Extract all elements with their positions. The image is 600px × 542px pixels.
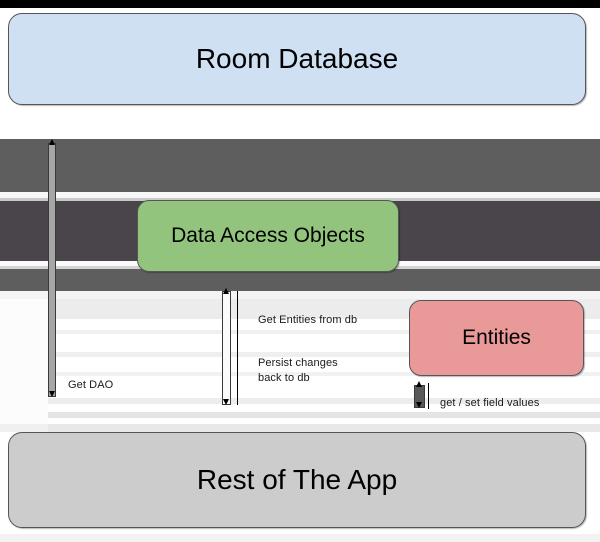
activation-bar-data-access-objects: [222, 291, 231, 405]
node-entities-label: Entities: [462, 326, 531, 349]
artifact-band-gray-upper: [0, 139, 600, 192]
node-entities[interactable]: Entities: [409, 300, 584, 376]
arrowhead-entities-up-icon: [416, 381, 422, 387]
node-room-database[interactable]: Room Database: [8, 13, 586, 105]
lifeline-entities: [428, 383, 429, 409]
node-rest-of-the-app-label: Rest of The App: [196, 464, 398, 495]
node-rest-of-the-app[interactable]: Rest of The App: [8, 432, 586, 528]
edge-label-get-entities-from-db: Get Entities from db: [258, 314, 358, 326]
artifact-band-faint-6: [0, 412, 600, 418]
artifact-band-faint-5: [0, 398, 600, 404]
node-room-database-label: Room Database: [195, 43, 399, 74]
artifact-band-gray-thin-1: [0, 198, 600, 201]
artifact-band-white-1: [0, 192, 600, 198]
activation-bar-room-database: [48, 143, 56, 397]
edge-label-persist-changes-back-to-db: Persist changes back to db: [258, 357, 338, 384]
arrowhead-dao-up-icon: [223, 288, 229, 294]
edge-label-get-dao: Get DAO: [68, 379, 114, 391]
artifact-band-top-black: [0, 0, 600, 8]
node-data-access-objects-label: Data Access Objects: [171, 224, 365, 247]
artifact-left-gutter-2: [0, 424, 48, 432]
artifact-band-faint-2: [0, 330, 600, 334]
edge-label-get-set-field-values: get / set field values: [440, 397, 540, 409]
artifact-band-gray-lower: [0, 269, 600, 291]
artifact-band-faint-7: [0, 424, 600, 432]
artifact-band-bottom: [0, 534, 600, 542]
artifact-band-faint-4: [0, 372, 600, 376]
artifact-left-gutter: [0, 299, 48, 424]
lifeline-data-access-objects: [237, 291, 238, 405]
artifact-band-faint-3: [0, 352, 600, 357]
arrowhead-room-up-icon: [49, 139, 55, 145]
node-data-access-objects[interactable]: Data Access Objects: [137, 200, 399, 272]
arrowhead-dao-down-icon: [223, 399, 229, 405]
arrowhead-room-down-icon: [49, 391, 55, 397]
arrowhead-entities-down-icon: [416, 402, 422, 408]
artifact-band-white-3: [0, 291, 600, 299]
